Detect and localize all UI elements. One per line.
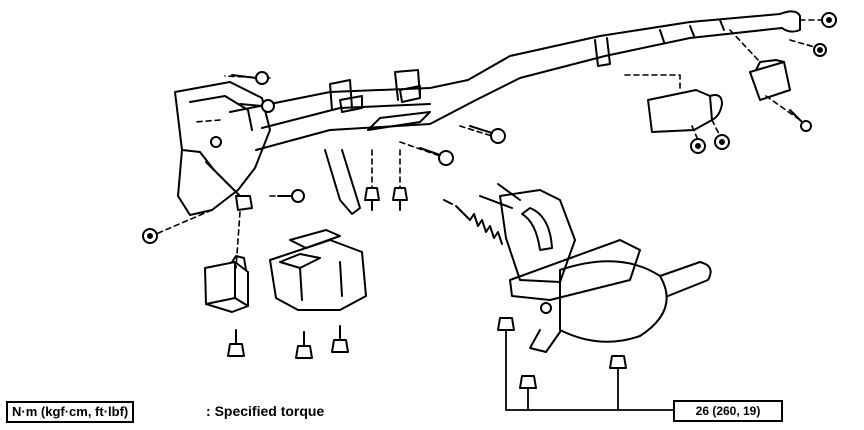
torque-value-callout: 26 (260, 19) [673,400,783,422]
bolt-right-down [789,109,812,132]
cushion-mount [269,229,367,311]
bolt-link-3 [609,355,627,369]
bolt-link-2 [519,375,537,389]
bolt-mid-left [239,99,275,113]
main-bracket [174,10,801,216]
alignment-lines-upper [155,19,829,269]
bolt-link-1 [497,317,515,331]
fasteners [142,12,837,389]
bolt-center-a [469,125,506,144]
bolt-bottom-2 [295,331,313,359]
torque-callout-lines [505,329,674,411]
bolt-top-left [231,71,269,85]
nut-right-c [714,134,730,150]
nut-top-right [821,12,837,28]
bolt-link-4 [540,302,552,314]
bolt-center-b [419,147,454,166]
nut-right-a [690,138,706,154]
bolt-side [277,189,305,203]
torque-unit-box: N·m (kgf·cm, ft·lbf) [6,401,135,423]
bolt-lower-b [392,187,408,211]
right-mount-bracket [647,59,791,133]
legend-colon: : [206,403,211,419]
legend-description: : Specified torque [206,403,324,419]
nut-left [142,228,158,244]
bolt-lower-a [364,187,380,211]
nut-right-b [813,43,827,57]
small-block [204,255,249,313]
bolt-bottom-3 [331,325,349,353]
legend-label: Specified torque [214,403,325,419]
spring-bracket-assembly [443,183,712,353]
bolt-left-plate [210,136,222,148]
bolt-bottom-1 [227,329,245,357]
